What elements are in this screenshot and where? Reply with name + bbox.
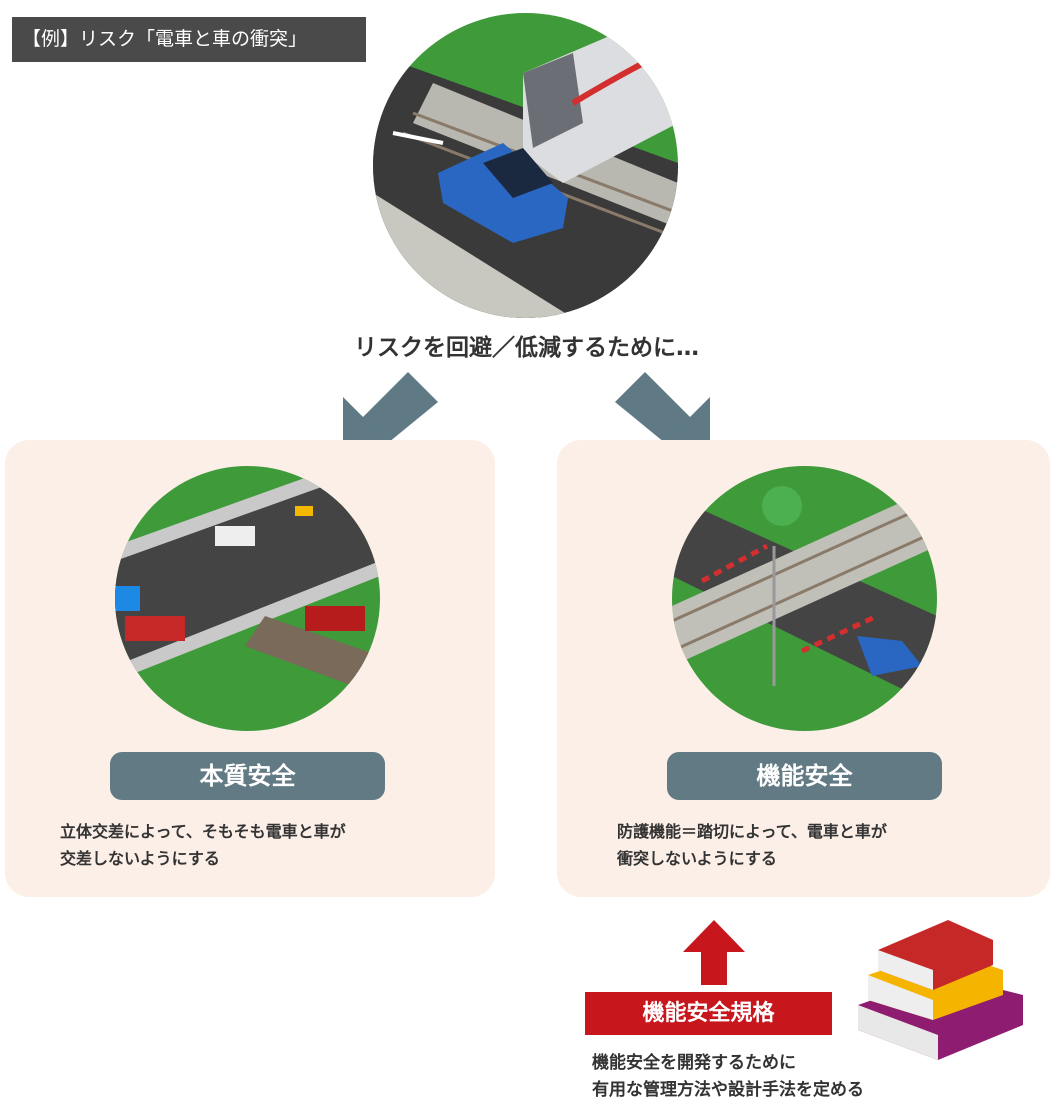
standard-description: 機能安全を開発するために 有用な管理方法や設計手法を定める [592, 1050, 864, 1104]
description-line: 有用な管理方法や設計手法を定める [592, 1080, 864, 1100]
functional-safety-label: 機能安全 [667, 752, 942, 800]
overpass-illustration [115, 466, 380, 731]
heading: リスクを回避／低減するために… [354, 335, 699, 361]
example-tag: 【例】リスク「電車と車の衝突」 [12, 17, 366, 62]
standard-label: 機能安全規格 [585, 992, 832, 1035]
collision-illustration [373, 13, 678, 318]
description-line: 防護機能＝踏切によって、電車と車が [617, 822, 887, 841]
description-line: 交差しないようにする [60, 849, 220, 868]
inherent-safety-label: 本質安全 [110, 752, 385, 800]
description-line: 衝突しないようにする [617, 849, 777, 868]
inherent-safety-description: 立体交差によって、そもそも電車と車が 交差しないようにする [60, 818, 346, 872]
books-icon [858, 920, 1023, 1060]
level-crossing-illustration [672, 466, 937, 731]
arrow-up-icon [683, 920, 745, 985]
description-line: 機能安全を開発するために [592, 1053, 796, 1073]
description-line: 立体交差によって、そもそも電車と車が [60, 822, 346, 841]
functional-safety-description: 防護機能＝踏切によって、電車と車が 衝突しないようにする [617, 818, 887, 872]
